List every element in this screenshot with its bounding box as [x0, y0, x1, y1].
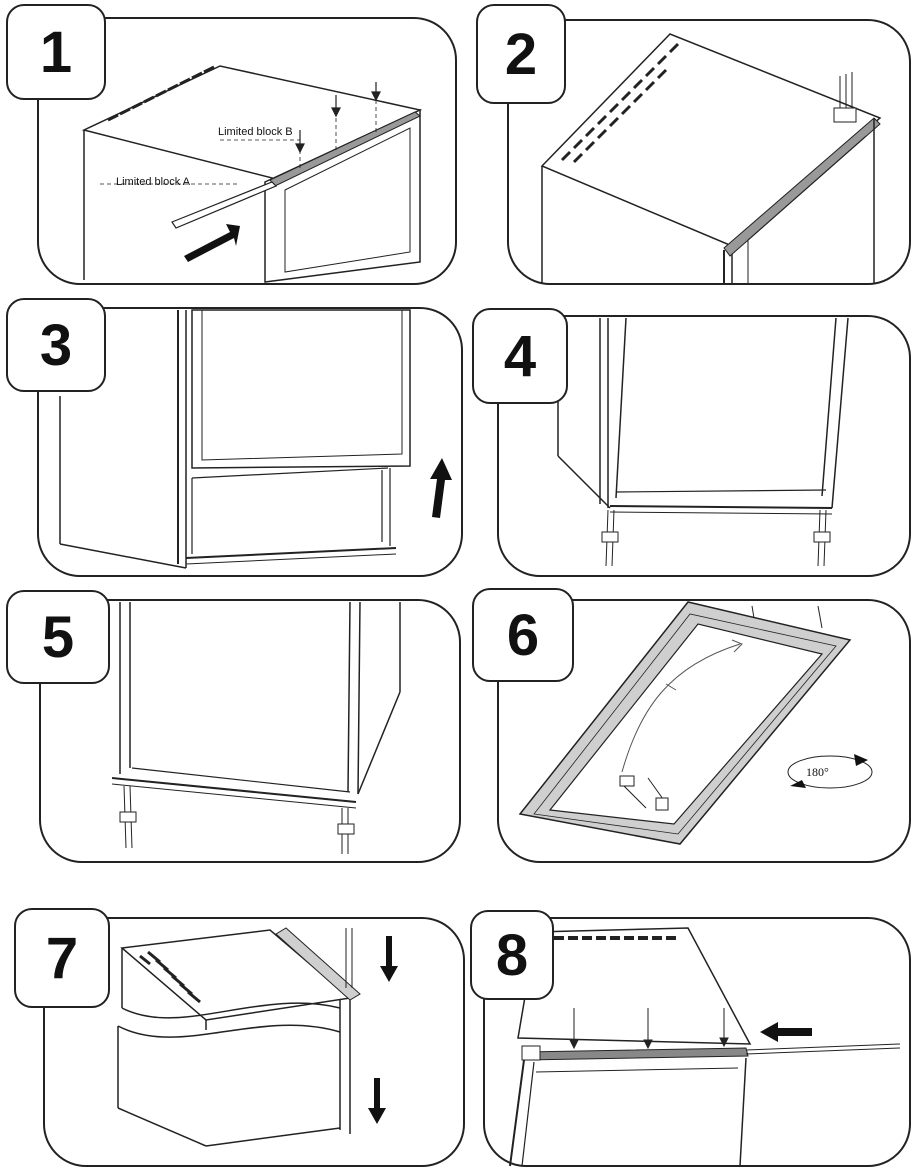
step-1-number: 1	[6, 4, 106, 100]
step-3-panel: 3	[0, 296, 470, 582]
step-6-panel: 6 180°	[470, 588, 917, 868]
step-2-number: 2	[476, 4, 566, 104]
step-3-number: 3	[6, 298, 106, 392]
step-8-illustration	[483, 917, 911, 1167]
limited-block-b-label: Limited block B	[218, 126, 293, 138]
step-1-panel: 1 Limited block B Limited block A	[0, 0, 460, 290]
step-6-illustration	[497, 599, 911, 863]
rotation-label: 180°	[806, 765, 829, 779]
step-7-panel: 7	[0, 908, 470, 1171]
step-3-illustration	[37, 307, 463, 577]
limited-block-a-label: Limited block A	[116, 176, 190, 188]
step-4-panel: 4	[470, 296, 917, 582]
step-6-number: 6	[472, 588, 574, 682]
step-4-number: 4	[472, 308, 568, 404]
step-7-number: 7	[14, 908, 110, 1008]
step-1-illustration	[37, 17, 457, 285]
step-4-illustration	[497, 315, 911, 577]
step-2-panel: 2	[470, 0, 917, 290]
step-7-illustration	[43, 917, 465, 1167]
step-5-illustration	[39, 599, 461, 863]
step-5-number: 5	[6, 590, 110, 684]
step-5-panel: 5	[0, 588, 470, 868]
step-2-illustration	[507, 19, 911, 285]
step-8-panel: 8	[470, 908, 917, 1171]
step-8-number: 8	[470, 910, 554, 1000]
